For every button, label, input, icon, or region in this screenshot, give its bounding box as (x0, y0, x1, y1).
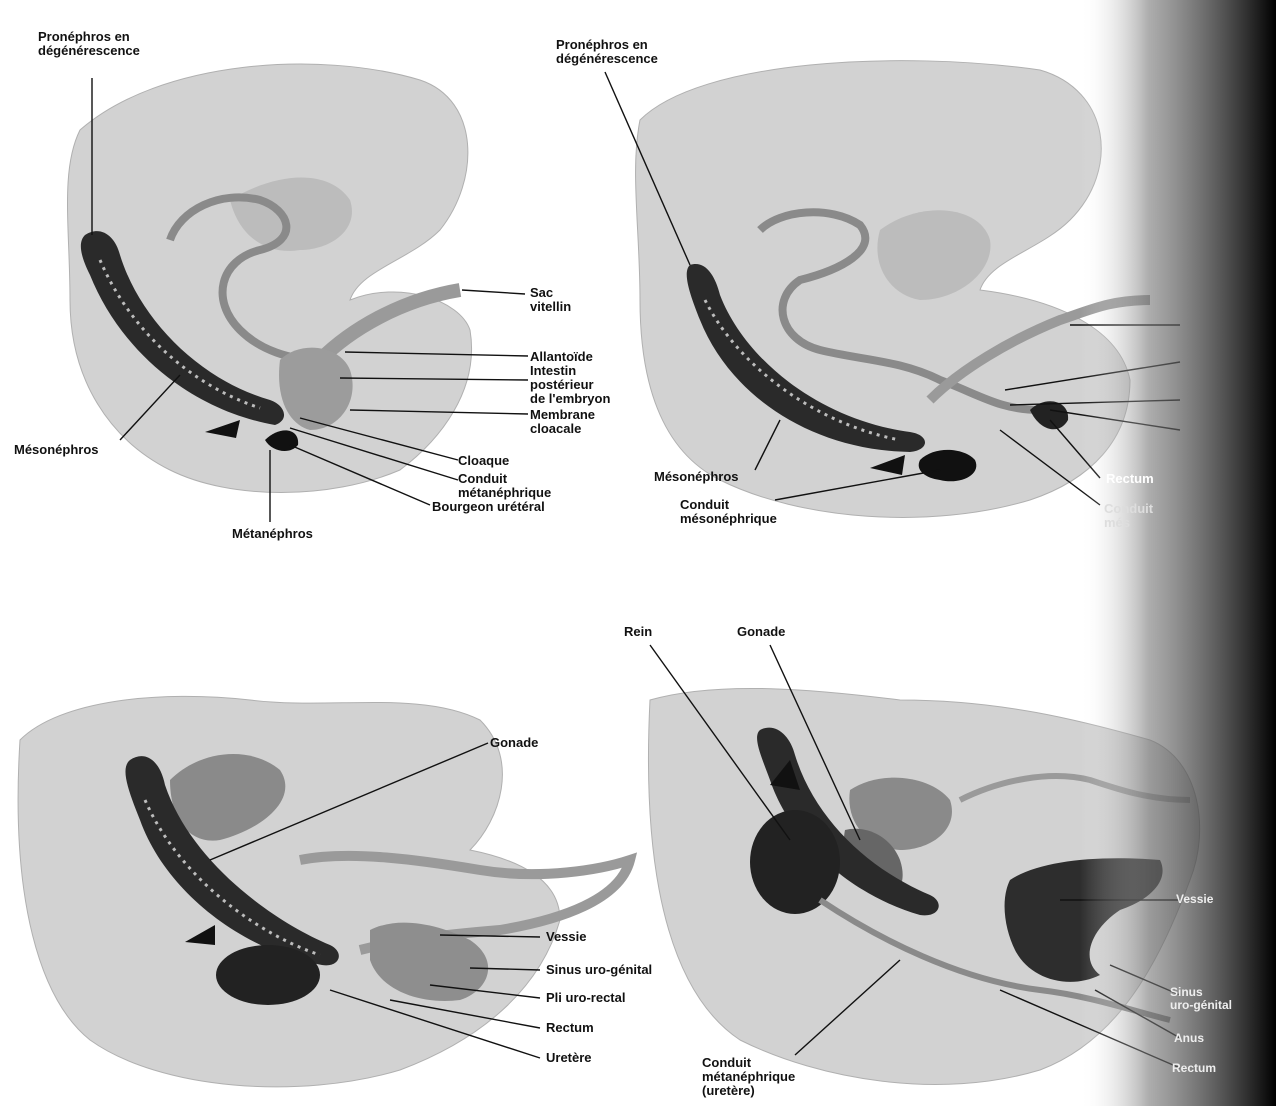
label-conduit-uretere: Conduit métanéphrique (uretère) (702, 1056, 795, 1098)
scan-margin-shadow (1080, 0, 1276, 1106)
label-pronephros-tr: Pronéphros en dégénérescence (556, 38, 658, 66)
kidney-shape (216, 945, 320, 1005)
label-pli-uro-rectal: Pli uro-rectal (546, 991, 625, 1005)
label-intestin-posterieur: Intestin postérieur de l'embryon (530, 364, 610, 406)
label-cloaque: Cloaque (458, 454, 509, 468)
embryo-body-outline (18, 696, 560, 1086)
label-membrane-cloacale: Membrane cloacale (530, 408, 595, 436)
label-sinus-uro-genital: Sinus uro-génital (546, 963, 652, 977)
label-rectum-tr: Rectum (1106, 472, 1154, 486)
label-uretere: Uretère (546, 1051, 592, 1065)
label-conduit-cut: Conduit més (1104, 502, 1153, 530)
label-rectum-cut: Rectum (1172, 1062, 1216, 1075)
label-vessie: Vessie (546, 930, 587, 944)
label-bourgeon-ureteral: Bourgeon urétéral (432, 500, 545, 514)
label-sac-vitellin: Sac vitellin (530, 286, 571, 314)
panel-bottom-left (18, 696, 630, 1086)
kidney-shape (750, 810, 840, 914)
label-mesonephros-tr: Mésonéphros (654, 470, 739, 484)
label-anus-cut: Anus (1174, 1032, 1204, 1045)
label-vessie-cut: Vessie (1176, 893, 1213, 906)
label-mesonephros-tl: Mésonéphros (14, 443, 99, 457)
label-rein: Rein (624, 625, 652, 639)
label-gonade-bl: Gonade (490, 736, 538, 750)
label-allantoide: Allantoïde (530, 350, 593, 364)
label-sinus-cut: Sinus uro-génital (1170, 986, 1232, 1012)
label-conduit-mesonephrique: Conduit mésonéphrique (680, 498, 777, 526)
label-conduit-metanephrique: Conduit métanéphrique (458, 472, 551, 500)
label-metanephros: Métanéphros (232, 527, 313, 541)
label-pronephros-tl: Pronéphros en dégénérescence (38, 30, 140, 58)
label-gonade-br: Gonade (737, 625, 785, 639)
label-rectum-bl: Rectum (546, 1021, 594, 1035)
